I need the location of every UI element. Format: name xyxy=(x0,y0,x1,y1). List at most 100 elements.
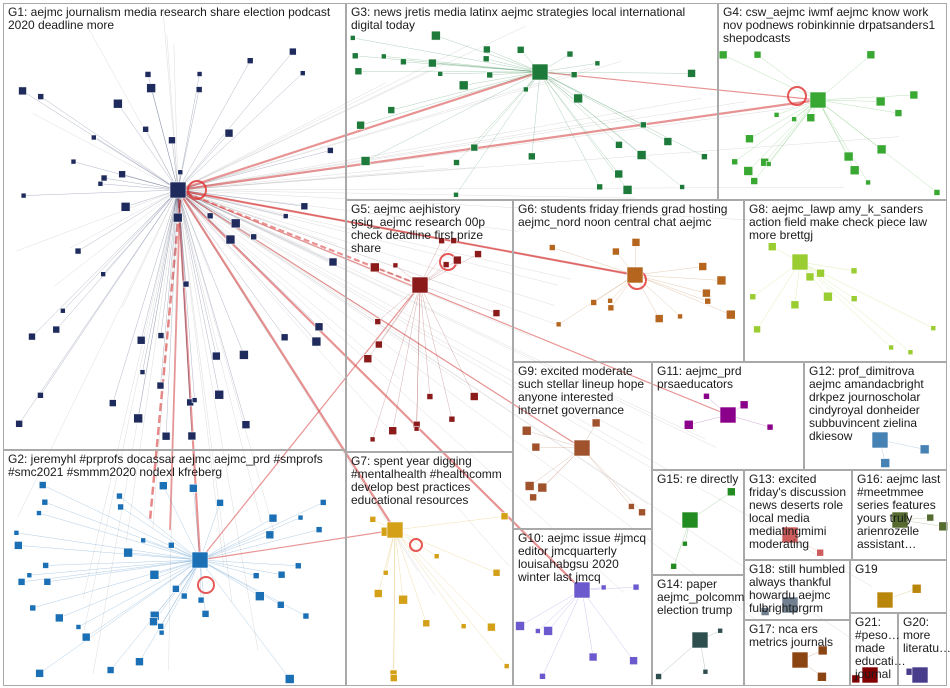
graph-node xyxy=(773,112,780,118)
hub-node xyxy=(681,511,699,529)
graph-node xyxy=(866,50,876,60)
graph-node xyxy=(428,58,437,68)
edge xyxy=(177,186,844,191)
edge xyxy=(581,447,643,513)
edge xyxy=(393,529,396,674)
edge xyxy=(119,495,201,561)
graph-node xyxy=(37,93,45,100)
edge xyxy=(768,99,819,165)
edge xyxy=(177,189,320,327)
edge xyxy=(140,189,179,341)
graph-node xyxy=(370,262,380,273)
edge xyxy=(160,559,201,627)
edge xyxy=(177,189,873,587)
edge xyxy=(199,284,421,561)
graph-node xyxy=(749,293,757,301)
edge xyxy=(749,99,819,139)
edge xyxy=(177,189,245,356)
edge xyxy=(143,540,201,561)
edge xyxy=(160,189,179,386)
edge xyxy=(177,189,401,379)
edge xyxy=(756,261,801,330)
graph-node xyxy=(108,399,117,407)
graph-node xyxy=(767,242,777,251)
hub-node xyxy=(809,91,827,109)
edge xyxy=(177,189,510,567)
edge xyxy=(177,61,622,191)
graph-node xyxy=(140,537,147,544)
edge xyxy=(419,284,453,420)
edge xyxy=(394,529,507,667)
graph-node xyxy=(816,548,824,557)
edge xyxy=(69,189,179,249)
graph-node xyxy=(594,60,601,67)
edge xyxy=(199,517,301,561)
hub-node xyxy=(626,266,644,284)
edge xyxy=(539,63,598,73)
edge xyxy=(177,189,635,199)
graph-node xyxy=(216,499,224,507)
edge xyxy=(177,189,217,357)
edge xyxy=(104,177,179,191)
group-label-g21: G21: #peso… made educati… journal xyxy=(855,615,910,681)
edge xyxy=(391,71,541,111)
graph-node xyxy=(469,392,479,401)
group-cell-g1: G1: aejmc journalism media research shar… xyxy=(3,3,346,450)
edge xyxy=(378,284,421,345)
graph-node xyxy=(135,657,144,666)
graph-node xyxy=(277,570,286,579)
edge xyxy=(199,502,221,561)
graph-node xyxy=(15,419,23,428)
group-cell-g20: G20: more literatu… xyxy=(898,613,950,686)
graph-node xyxy=(74,247,82,255)
edge xyxy=(393,529,396,679)
edge xyxy=(817,99,882,150)
edge xyxy=(177,189,396,531)
graph-node xyxy=(392,262,399,269)
graph-node xyxy=(168,136,176,145)
graph-node xyxy=(149,569,160,580)
graph-node xyxy=(655,673,662,680)
edge xyxy=(150,88,179,191)
edge xyxy=(486,49,541,73)
edge xyxy=(16,532,201,561)
edge xyxy=(539,71,819,101)
graph-node xyxy=(766,423,774,431)
graph-node xyxy=(704,297,712,305)
graph-node xyxy=(133,413,143,424)
graph-node xyxy=(535,628,541,634)
graph-node xyxy=(765,161,772,167)
edge xyxy=(177,189,191,403)
edge xyxy=(531,71,541,157)
edge xyxy=(177,136,899,191)
graph-node xyxy=(629,656,638,665)
graph-node xyxy=(555,321,562,328)
graph-node xyxy=(161,431,171,441)
edge xyxy=(177,189,211,274)
graph-node xyxy=(413,425,420,432)
graph-node xyxy=(373,589,383,598)
edge xyxy=(177,189,247,425)
graph-node xyxy=(26,572,33,579)
edge xyxy=(539,71,692,74)
graph-node xyxy=(682,540,688,547)
graph-node xyxy=(360,156,371,166)
graph-node xyxy=(52,325,61,334)
edge xyxy=(177,189,455,289)
edge xyxy=(199,534,270,561)
graph-node xyxy=(750,177,759,185)
edge xyxy=(177,167,448,191)
edge xyxy=(62,189,179,311)
graph-node xyxy=(500,512,509,521)
graph-node xyxy=(319,499,327,506)
graph-node xyxy=(363,354,373,364)
graph-node xyxy=(214,389,225,400)
edge xyxy=(177,189,220,395)
group-label-g6: G6: students friday friends grad hosting… xyxy=(518,202,731,229)
graph-node xyxy=(615,141,623,149)
graph-node xyxy=(123,547,133,558)
edge xyxy=(529,447,583,487)
graph-node xyxy=(75,624,82,630)
edge xyxy=(22,90,179,191)
